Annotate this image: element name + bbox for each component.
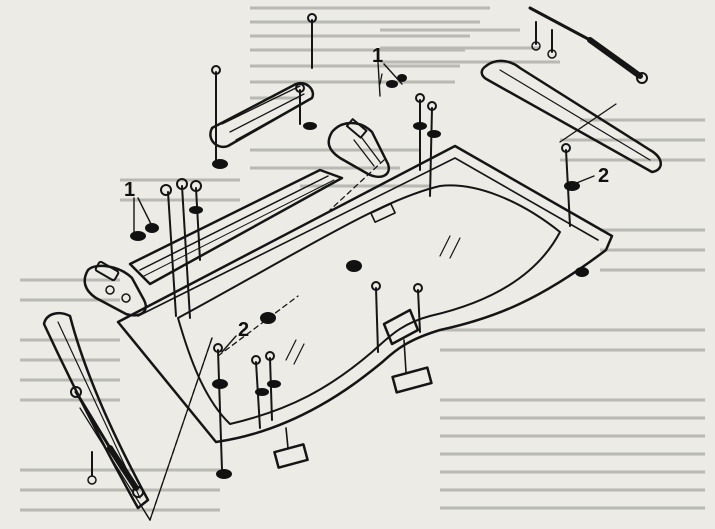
- nut: [130, 223, 159, 241]
- sunroof-panel: [116, 144, 614, 444]
- screw: [212, 343, 232, 479]
- nut: [386, 74, 407, 88]
- top-mount-bracket: [209, 81, 315, 149]
- callout-1-left: 1: [124, 179, 135, 201]
- fasteners: [130, 13, 589, 479]
- callout-leaders: [133, 61, 595, 353]
- nut: [260, 260, 589, 324]
- callout-2-right: 2: [598, 165, 609, 187]
- screw: [189, 180, 203, 261]
- screw: [251, 355, 269, 429]
- glass-window: [177, 184, 561, 425]
- callout-2-center: 2: [238, 319, 249, 341]
- right-seal-strip: [480, 59, 662, 174]
- left-hinge-bracket: [83, 260, 147, 317]
- screw: [160, 184, 177, 317]
- bottom-hinge: [273, 427, 309, 469]
- screw: [295, 83, 305, 125]
- screw: [371, 281, 381, 353]
- screw: [413, 93, 427, 171]
- left-gas-strut: [70, 386, 144, 498]
- screw: [427, 101, 441, 197]
- screw: [303, 13, 317, 130]
- screw: [211, 65, 228, 169]
- callout-1-top: 1: [372, 45, 383, 67]
- right-gas-strut: [528, 6, 648, 84]
- screw: [413, 283, 423, 333]
- right-hinge-bracket: [327, 118, 391, 178]
- screw: [176, 178, 191, 319]
- background-text-block: [20, 6, 705, 512]
- assembly-leader-lines: [79, 73, 617, 521]
- screw: [265, 351, 281, 421]
- rear-latch: [382, 308, 433, 394]
